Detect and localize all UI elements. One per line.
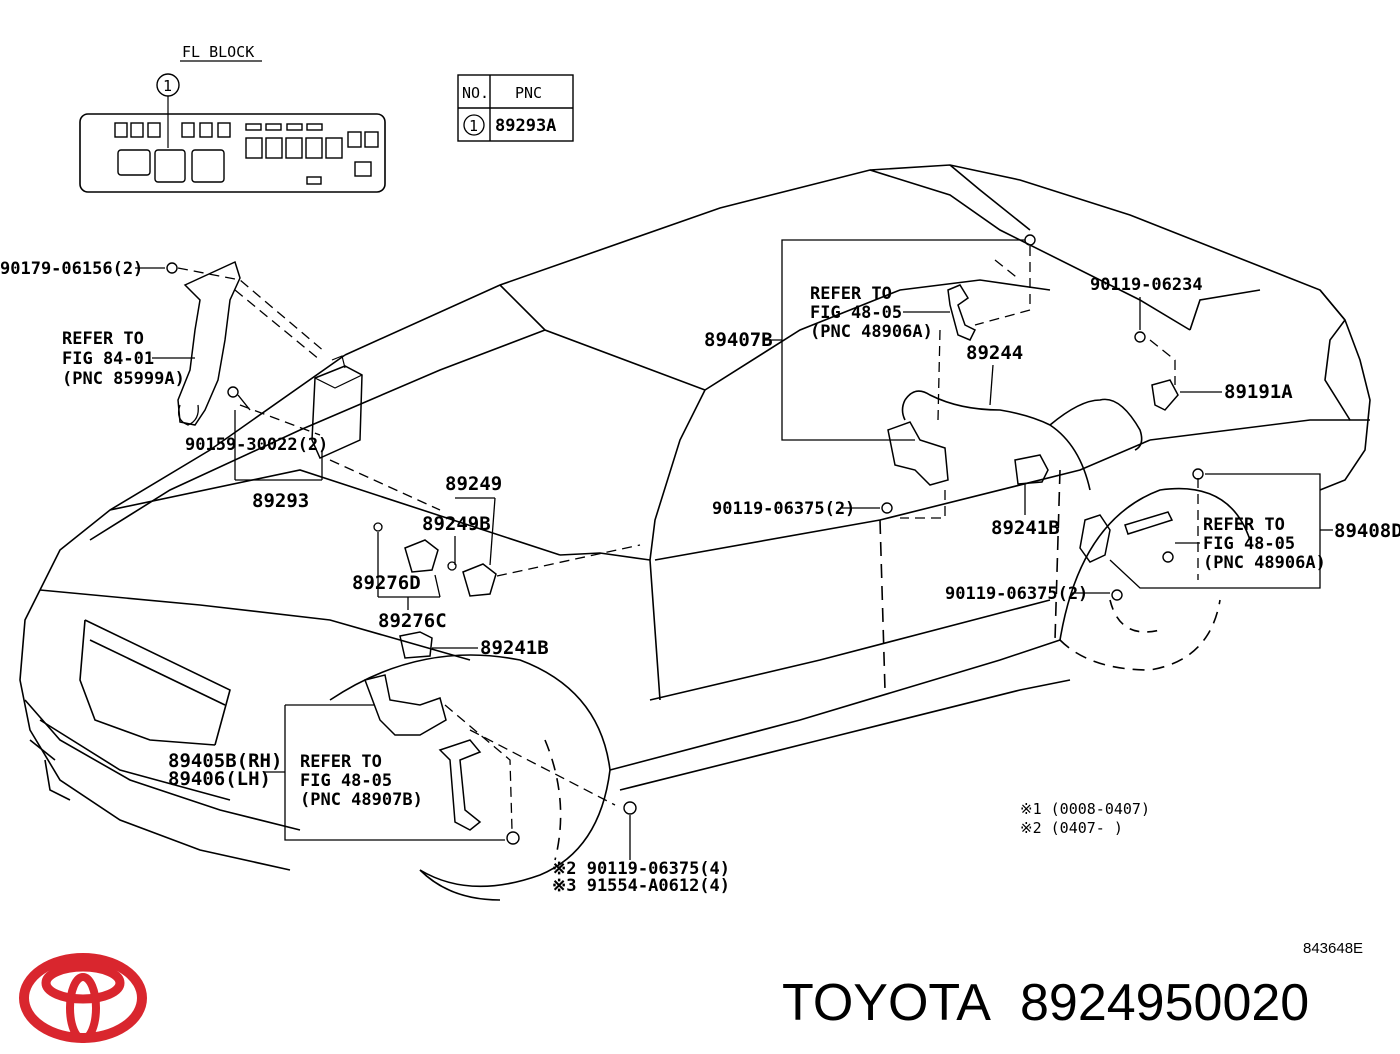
label-89249B: 89249B <box>422 513 491 535</box>
label-89293: 89293 <box>252 490 309 512</box>
sensor-89241B-rear <box>1014 454 1049 485</box>
brand-name: TOYOTA <box>782 974 991 1032</box>
label-90119-06375-a: 90119-06375(2) <box>712 499 855 519</box>
fuse-slots <box>114 122 379 185</box>
table-row-no: 1 <box>469 117 478 135</box>
rear-height-sensor <box>887 421 949 486</box>
sensor-89249B <box>462 563 497 597</box>
label-90159-30022: 90159-30022(2) <box>185 435 328 455</box>
label-90119-06234: 90119-06234 <box>1090 275 1203 295</box>
refer-84-line3: (PNC 85999A) <box>62 369 185 389</box>
bolt-icon <box>1111 589 1123 601</box>
table-row-pnc: 89293A <box>495 116 556 136</box>
label-89276D: 89276D <box>352 572 421 594</box>
refer-front-line3: (PNC 48907B) <box>300 790 423 810</box>
refer-rear-bottom-line2: FIG 48-05 <box>1203 534 1295 554</box>
label-90179-06156: 90179-06156(2) <box>0 259 143 279</box>
bracket-part <box>177 260 241 426</box>
part-89191A-shape <box>1151 379 1179 411</box>
pnc-table: NO. PNC 1 89293A <box>457 74 574 142</box>
table-header-pnc: PNC <box>515 84 542 102</box>
ecu-group: 90179-06156(2) REFER TO FIG 84-01 (PNC 8… <box>0 259 441 512</box>
front-height-sensor-group: 89405B(RH) 89406(LH) REFER TO FIG 48-05 … <box>168 674 730 896</box>
note-2: ※2 (0407- ) <box>1020 819 1123 837</box>
refer-84-line1: REFER TO <box>62 329 144 349</box>
refer-rear-top-line1: REFER TO <box>810 284 892 304</box>
bolt-icon <box>623 801 637 815</box>
center-sensor-group: 89249 89249B 89276D 89276C 89241B <box>352 473 641 659</box>
note-1: ※1 (0008-0407) <box>1020 800 1150 818</box>
car-outline <box>19 164 1371 901</box>
drawing-code: 843648E <box>1303 940 1363 957</box>
sensor-89241B-front <box>399 631 433 659</box>
rear-lower-link-rod <box>1124 511 1174 535</box>
label-89249: 89249 <box>445 473 502 495</box>
fl-block-title: FL BLOCK <box>182 43 254 61</box>
label-90119-06375-b: 90119-06375(2) <box>945 584 1088 604</box>
label-89276C: 89276C <box>378 610 447 632</box>
label-89244: 89244 <box>966 342 1023 364</box>
rear-link-rod <box>947 284 977 341</box>
label-89408D: 89408D <box>1334 520 1400 542</box>
wire-harness-89244 <box>904 390 1091 491</box>
label-89191A: 89191A <box>1224 381 1293 403</box>
fl-block: FL BLOCK 1 <box>79 43 386 193</box>
bolt-icon <box>1134 331 1146 343</box>
fl-block-callout: 1 <box>163 77 172 95</box>
refer-rear-top-line2: FIG 48-05 <box>810 303 902 323</box>
rear-sensor-group: 89407B REFER TO FIG 48-05 (PNC 48906A) 8… <box>704 234 1400 604</box>
brand-part-number: 8924950020 <box>1020 974 1309 1032</box>
fastener-note-2: ※3 91554-A0612(4) <box>552 876 730 896</box>
rear-lower-height-sensor <box>1079 514 1111 563</box>
label-89406: 89406(LH) <box>168 768 271 790</box>
front-height-sensor <box>364 674 447 736</box>
fuse-block-outline <box>79 113 386 193</box>
refer-front-line2: FIG 48-05 <box>300 771 392 791</box>
refer-84-line2: FIG 84-01 <box>62 349 154 369</box>
toyota-logo <box>19 953 147 1043</box>
refer-rear-bottom-line3: (PNC 48906A) <box>1203 553 1326 573</box>
label-89405B: 89405B(RH) <box>168 750 282 772</box>
label-89241B-rear: 89241B <box>991 517 1060 539</box>
front-link-rod <box>438 739 482 831</box>
table-header-no: NO. <box>462 84 489 102</box>
clip-icon <box>166 262 178 274</box>
fastener-note-1: ※2 90119-06375(4) <box>552 859 730 879</box>
refer-rear-bottom-line1: REFER TO <box>1203 515 1285 535</box>
sensor-89276D <box>404 539 439 573</box>
refer-rear-top-line3: (PNC 48906A) <box>810 322 933 342</box>
label-89407B: 89407B <box>704 329 773 351</box>
label-89241B-front: 89241B <box>480 637 549 659</box>
bolt-icon <box>881 502 893 514</box>
refer-front-line1: REFER TO <box>300 752 382 772</box>
bolt-icon <box>227 386 239 398</box>
